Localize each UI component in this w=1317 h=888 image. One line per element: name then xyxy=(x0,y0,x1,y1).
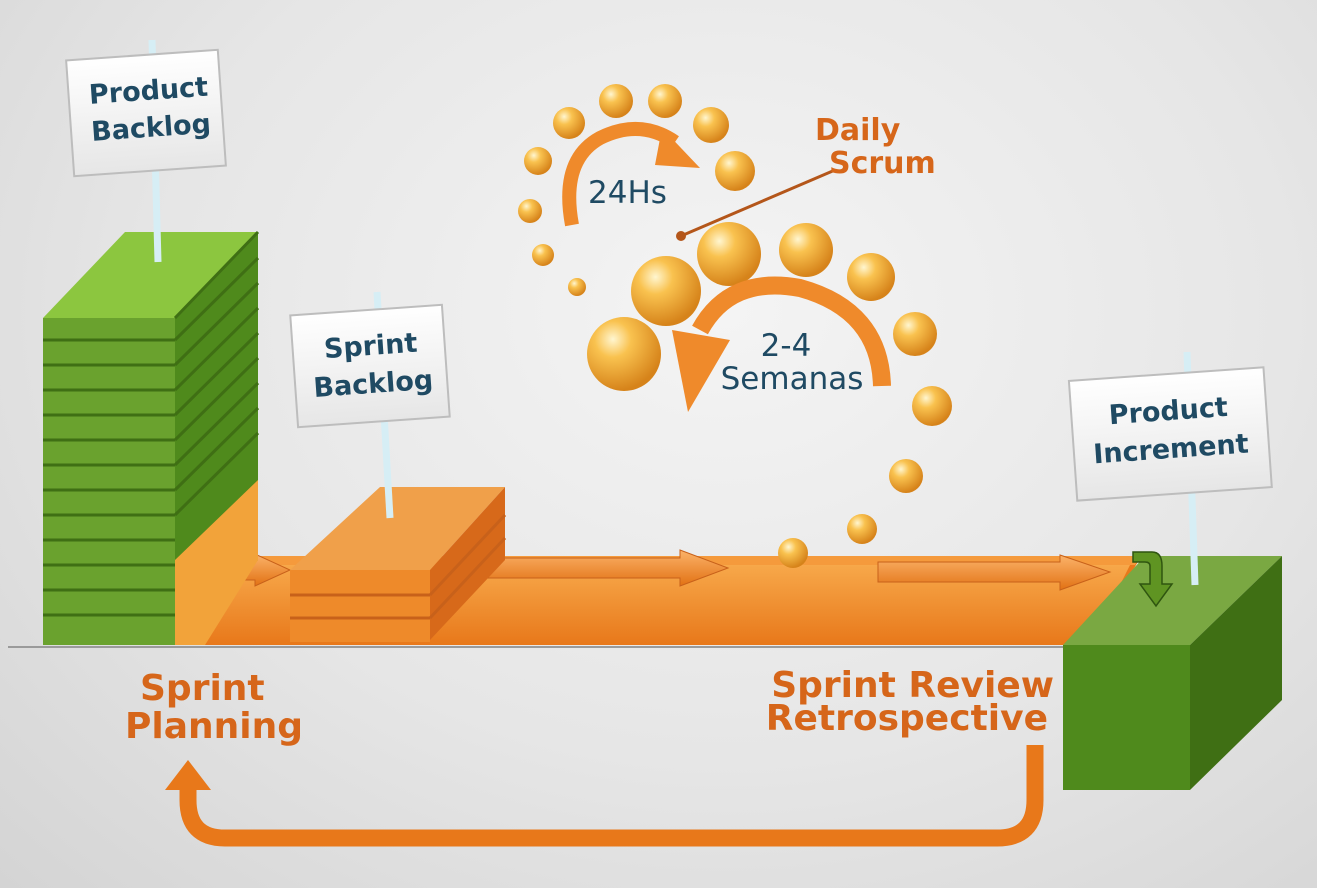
feedback-loop-arrow xyxy=(165,745,1044,847)
cycle-ball xyxy=(587,317,661,391)
cycle-ball xyxy=(778,538,808,568)
cycle-ball xyxy=(847,514,877,544)
cycle-ball xyxy=(893,312,937,356)
cycle-ball xyxy=(693,107,729,143)
day-cycle-label: 24Hs xyxy=(588,175,667,211)
cycle-ball xyxy=(524,147,552,175)
sprint-planning-line2: Planning xyxy=(125,706,303,747)
cycle-ball xyxy=(847,253,895,301)
sprint-review-line2: Retrospective xyxy=(766,698,1048,739)
product-increment-cube xyxy=(1063,556,1282,790)
sprint-backlog-sign: Sprint Backlog xyxy=(289,303,451,429)
cycle-ball xyxy=(912,386,952,426)
cycle-ball xyxy=(779,223,833,277)
sprint-backlog-stack xyxy=(290,487,507,642)
cycle-ball xyxy=(532,244,554,266)
sprint-backlog-line1: Sprint xyxy=(323,328,418,365)
scrum-cycle-balls xyxy=(518,84,952,568)
sprint-length-line1: 2-4 xyxy=(761,328,812,364)
cycle-ball xyxy=(889,459,923,493)
cycle-ball xyxy=(697,222,761,286)
sprint-length-line2: Semanas xyxy=(721,361,864,397)
cycle-ball xyxy=(518,199,542,223)
daily-scrum-line1: Daily xyxy=(815,113,901,148)
product-increment-sign: Product Increment xyxy=(1067,366,1273,502)
cycle-ball xyxy=(553,107,585,139)
daily-scrum-line2: Scrum xyxy=(829,146,936,181)
daily-scrum-pointer xyxy=(676,168,836,241)
flow-arrow-2 xyxy=(461,549,730,587)
cycle-ball xyxy=(715,151,755,191)
sprint-review-line1: Sprint Review xyxy=(771,665,1054,706)
daily-cycle-arrow-icon xyxy=(562,122,700,227)
cycle-ball xyxy=(568,278,586,296)
flow-arrow-3 xyxy=(877,554,1112,591)
cycle-ball xyxy=(599,84,633,118)
product-backlog-sign: Product Backlog xyxy=(65,48,227,178)
sprint-cycle-arrow-icon xyxy=(672,276,891,412)
into-increment-arrow-icon xyxy=(1132,551,1174,608)
cycle-ball xyxy=(631,256,701,326)
product-backlog-stack xyxy=(43,230,260,645)
sprint-planning-line1: Sprint xyxy=(140,668,265,709)
cycle-ball xyxy=(648,84,682,118)
